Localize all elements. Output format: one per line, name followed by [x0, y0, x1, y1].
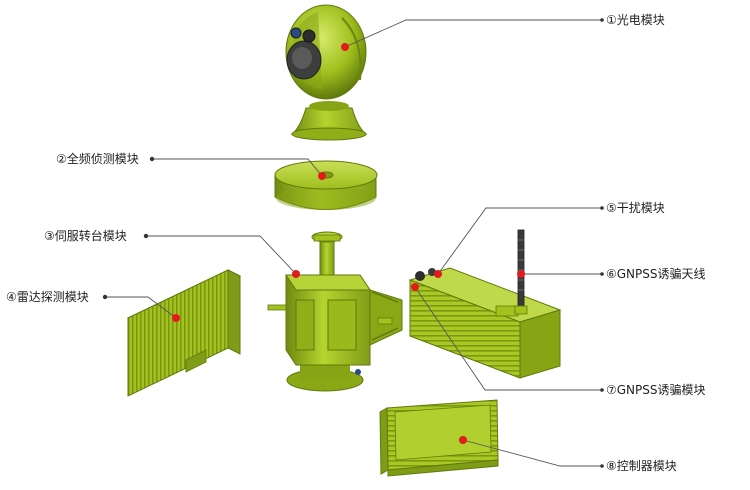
leader-line-2: [152, 158, 323, 177]
leader-dot-8: [600, 464, 604, 468]
marker-1: [341, 43, 349, 51]
marker-3: [292, 270, 300, 278]
leader-line-3: [146, 235, 297, 275]
servo-turntable-module: [267, 231, 403, 392]
label-eo-module: ①光电模块: [606, 13, 665, 27]
marker-7: [411, 283, 419, 291]
label-spoofing-module: ⑦GNPSS诱骗模块: [606, 383, 706, 397]
leader-line-4: [105, 296, 177, 319]
leader-dot-4: [102, 294, 108, 300]
jamming-module-box: [408, 267, 562, 379]
leader-line-5: [437, 207, 602, 275]
marker-4: [172, 314, 180, 322]
callout-markers: [172, 43, 525, 444]
leader-dot-6: [600, 272, 604, 276]
marker-8: [459, 436, 467, 444]
leader-lines: [105, 19, 602, 467]
leader-line-8: [462, 439, 602, 467]
label-jamming-module: ⑤干扰模块: [606, 201, 665, 215]
leader-dot-7: [600, 388, 604, 392]
leader-line-7: [414, 286, 602, 391]
leader-dot-3: [143, 233, 149, 239]
label-spoofing-antenna: ⑥GNPSS诱骗天线: [606, 267, 706, 281]
label-detection-module: ②全频侦测模块: [56, 152, 139, 166]
leader-dot-1: [600, 18, 604, 22]
controller-module-tray: [379, 399, 499, 477]
detection-module-disc: [274, 160, 378, 210]
leader-dot-5: [600, 206, 604, 210]
label-radar-module: ④雷达探测模块: [6, 290, 89, 304]
label-turntable-module: ③伺服转台模块: [44, 229, 127, 243]
leader-line-1: [344, 19, 602, 48]
leader-dot-2: [149, 156, 155, 162]
marker-6: [517, 270, 525, 278]
label-controller-module: ⑧控制器模块: [606, 459, 677, 473]
electro-optical-module: [285, 4, 368, 141]
marker-2: [318, 172, 326, 180]
radar-module-panel: [126, 269, 242, 397]
marker-5: [434, 270, 442, 278]
leader-dots: [102, 18, 604, 468]
